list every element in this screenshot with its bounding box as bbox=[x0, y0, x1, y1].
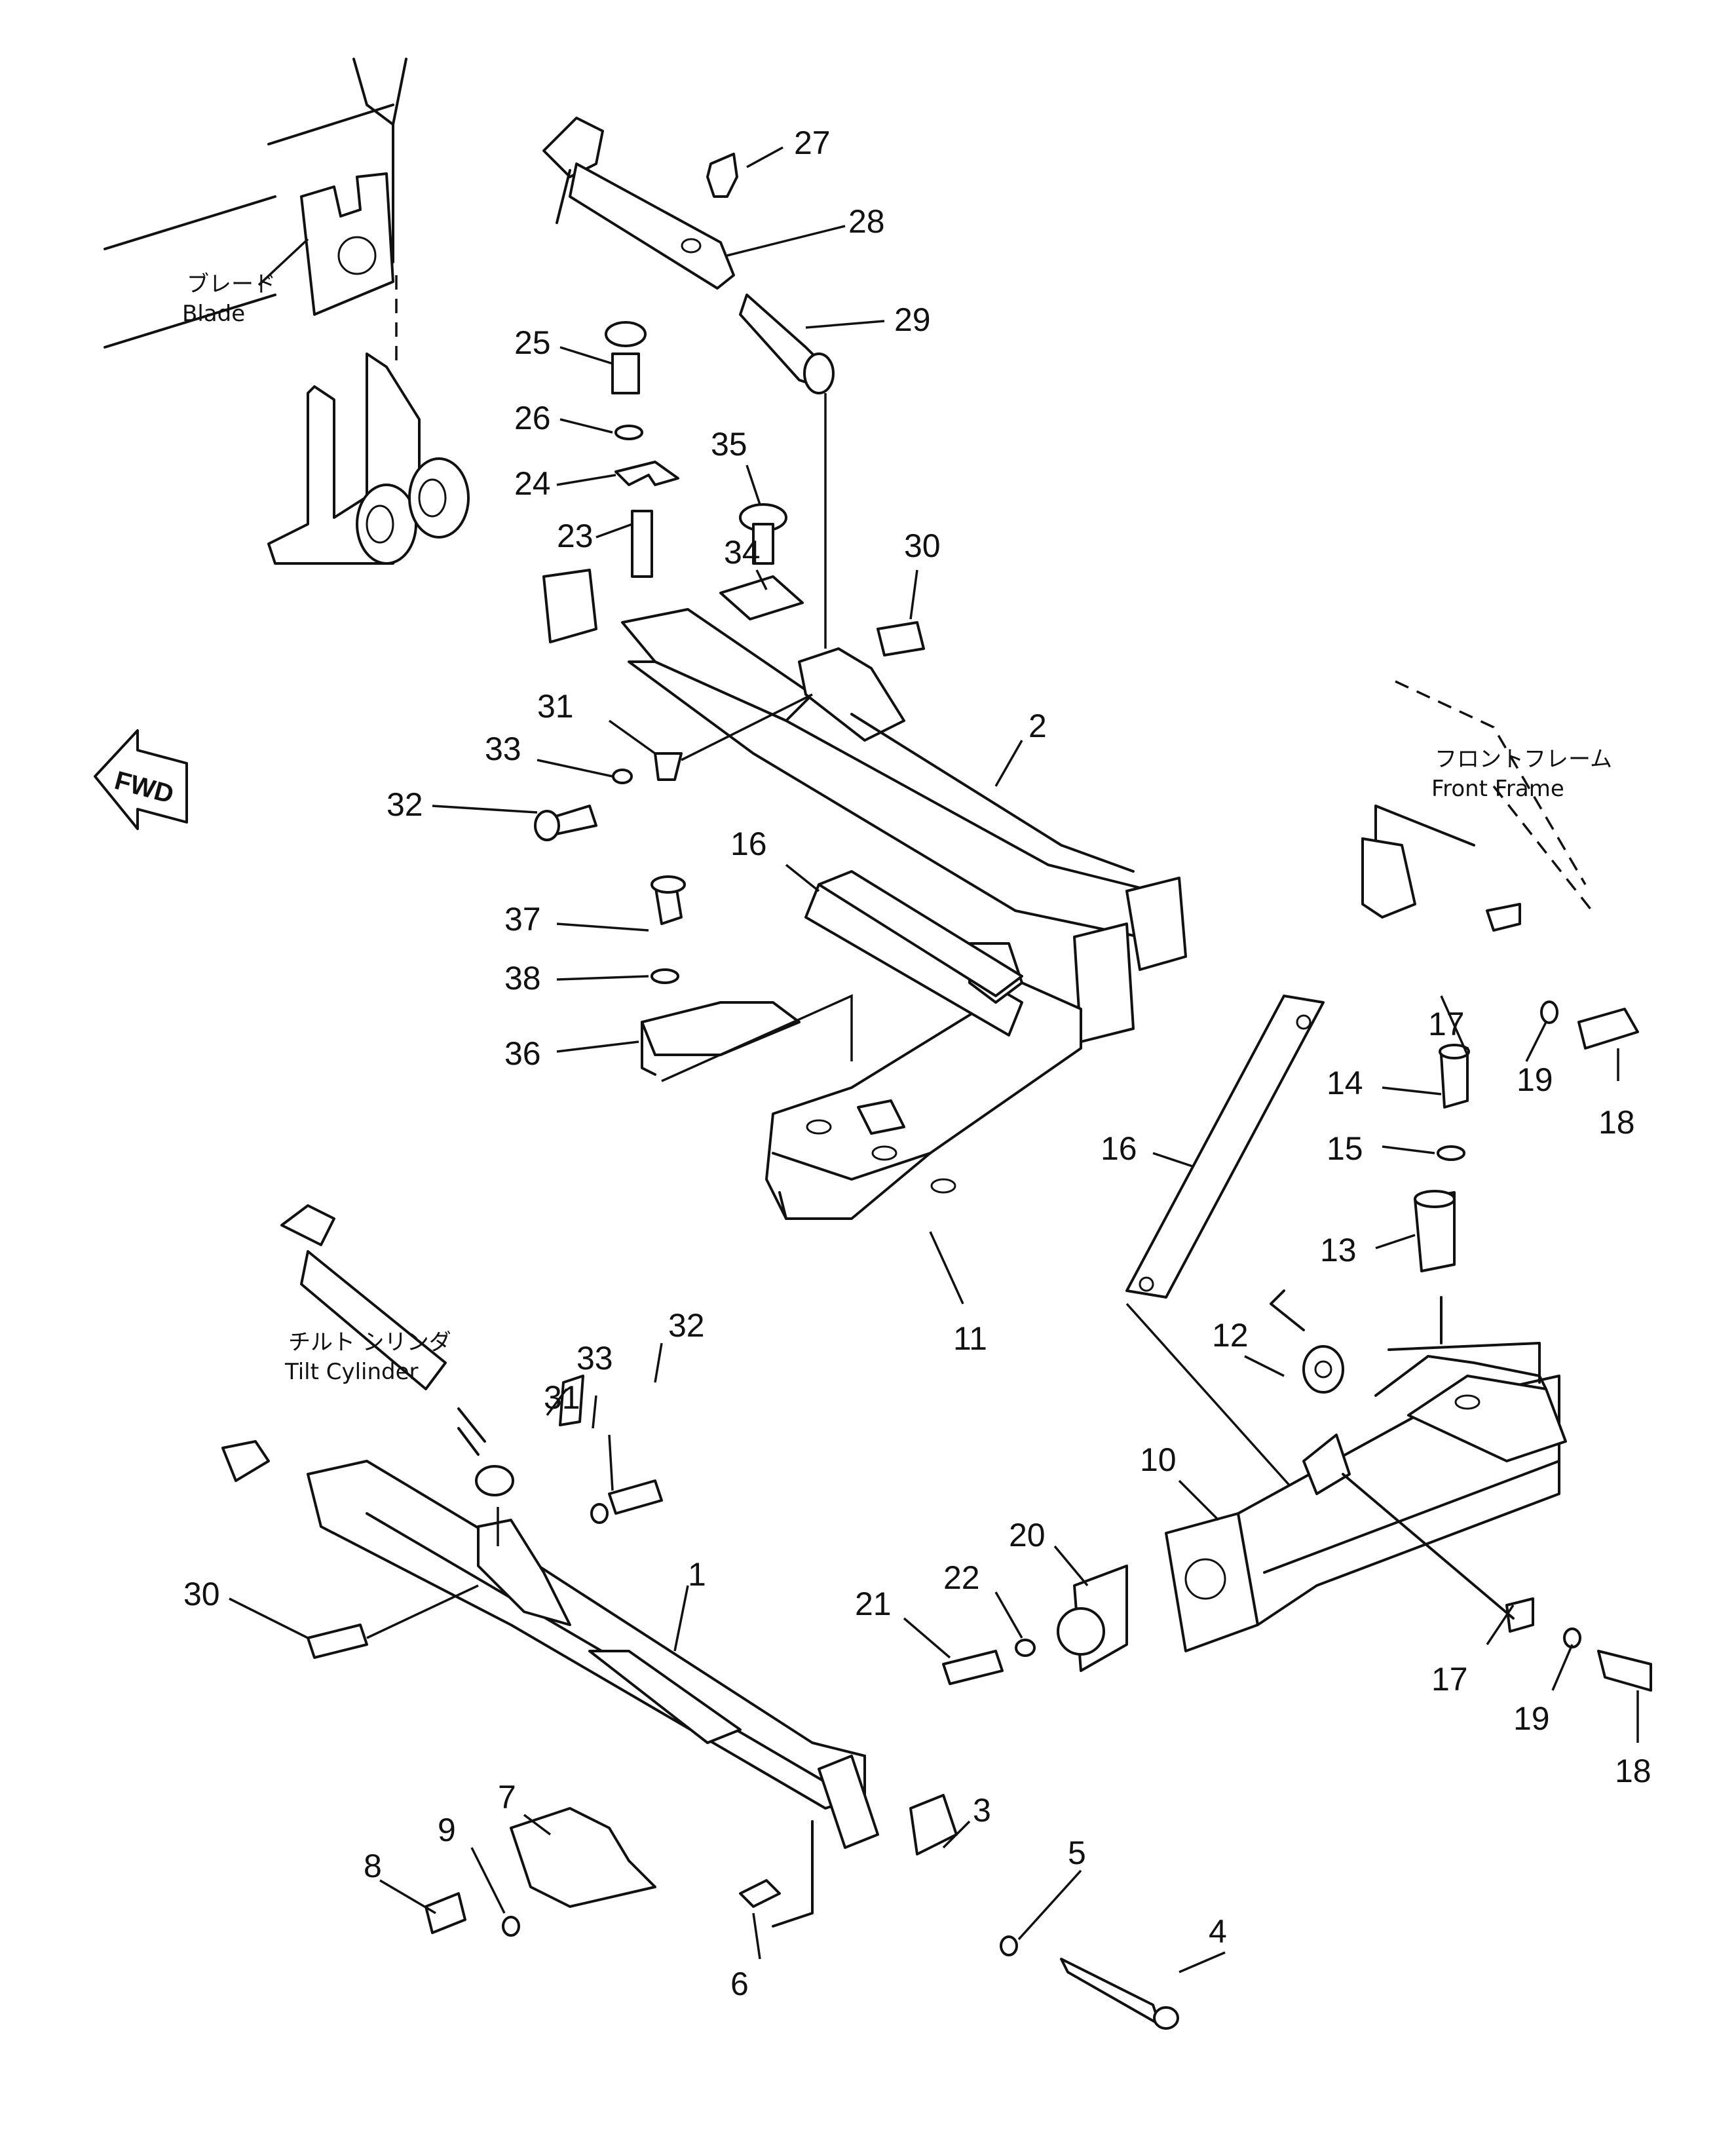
callout-18a: 18 bbox=[1598, 1104, 1635, 1141]
pin-13-14-15 bbox=[1414, 1044, 1470, 1272]
callout-30: 30 bbox=[904, 527, 941, 564]
callout-34: 34 bbox=[724, 534, 761, 571]
callout-18b: 18 bbox=[1615, 1753, 1651, 1789]
tilt-cylinder-label-jp: チルト シリンダ bbox=[288, 1329, 451, 1356]
callout-10: 10 bbox=[1140, 1441, 1177, 1478]
tilt-lever-parts bbox=[542, 117, 925, 656]
blade-label-jp: ブレード bbox=[187, 271, 276, 297]
plate-36-bolts bbox=[641, 875, 853, 1082]
callout-16a: 16 bbox=[730, 826, 767, 862]
callout-9: 9 bbox=[438, 1812, 456, 1848]
callout-31b: 31 bbox=[544, 1379, 580, 1416]
callout-26: 26 bbox=[514, 400, 551, 436]
blade-label-en: Blade bbox=[182, 301, 245, 327]
callout-17a: 17 bbox=[1428, 1006, 1465, 1042]
lower-parts bbox=[425, 1794, 1179, 2030]
bolts-31-33-top bbox=[534, 693, 813, 841]
callout-3: 3 bbox=[973, 1792, 991, 1829]
callout-6: 6 bbox=[730, 1966, 749, 2002]
callout-29: 29 bbox=[894, 301, 931, 338]
callout-36: 36 bbox=[504, 1035, 541, 1072]
callout-27: 27 bbox=[794, 124, 831, 161]
callout-8: 8 bbox=[364, 1848, 382, 1884]
callout-20: 20 bbox=[1009, 1517, 1046, 1553]
callout-30b: 30 bbox=[183, 1576, 220, 1612]
callout-19b: 19 bbox=[1513, 1700, 1550, 1737]
callout-24: 24 bbox=[514, 465, 551, 502]
callout-17b: 17 bbox=[1431, 1661, 1468, 1698]
callout-22: 22 bbox=[943, 1559, 980, 1596]
callout-25: 25 bbox=[514, 324, 551, 361]
callout-11: 11 bbox=[953, 1320, 987, 1357]
arm-2 bbox=[542, 569, 1187, 971]
frame-11 bbox=[765, 883, 1135, 1220]
link-16-right bbox=[1125, 995, 1325, 1495]
callout-7: 7 bbox=[498, 1779, 516, 1816]
fwd-arrow-icon: FWD bbox=[94, 729, 188, 830]
callout-16b: 16 bbox=[1101, 1130, 1137, 1167]
callout-1: 1 bbox=[688, 1556, 706, 1593]
arm-1 bbox=[221, 1375, 879, 1849]
callout-2: 2 bbox=[1028, 708, 1047, 744]
tilt-cylinder-label-en: Tilt Cylinder bbox=[284, 1359, 419, 1385]
tilt-cylinder bbox=[280, 1204, 514, 1496]
callout-33: 33 bbox=[485, 731, 521, 767]
callout-19a: 19 bbox=[1517, 1061, 1553, 1098]
callout-32: 32 bbox=[387, 786, 423, 823]
frame-10 bbox=[1165, 1289, 1652, 1692]
callout-33b: 33 bbox=[576, 1340, 613, 1377]
callout-31: 31 bbox=[537, 688, 574, 725]
blade-assembly bbox=[104, 58, 470, 565]
callout-38: 38 bbox=[504, 960, 541, 997]
callout-28: 28 bbox=[848, 203, 885, 240]
bracket-20-bolts bbox=[942, 1565, 1128, 1685]
callout-32b: 32 bbox=[668, 1307, 705, 1344]
front-frame-label-en: Front Frame bbox=[1431, 776, 1564, 802]
front-frame-label-jp: フロントフレーム bbox=[1435, 746, 1612, 772]
callout-13: 13 bbox=[1320, 1232, 1357, 1268]
callout-4: 4 bbox=[1209, 1913, 1227, 1950]
callout-35: 35 bbox=[711, 426, 747, 463]
callouts: 27 28 29 25 26 24 23 35 34 30 31 33 32 2… bbox=[183, 124, 1651, 2002]
callout-37: 37 bbox=[504, 901, 541, 938]
callout-15: 15 bbox=[1327, 1130, 1363, 1167]
link-16-left bbox=[818, 870, 1023, 997]
callout-23: 23 bbox=[557, 518, 594, 554]
callout-21: 21 bbox=[855, 1586, 892, 1622]
callout-12: 12 bbox=[1212, 1317, 1249, 1354]
front-frame bbox=[1361, 680, 1639, 1050]
callout-5: 5 bbox=[1068, 1835, 1086, 1871]
callout-14: 14 bbox=[1327, 1065, 1363, 1101]
